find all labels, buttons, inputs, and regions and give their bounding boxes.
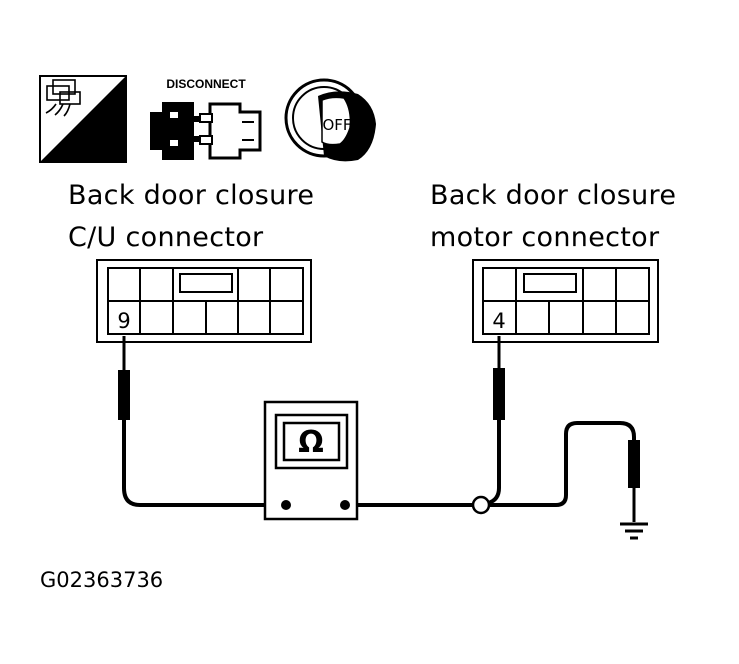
figure-id: G02363736 — [40, 568, 163, 592]
ignition-off-icon: OFF — [284, 78, 376, 162]
left-probe-lead — [118, 336, 286, 507]
meter-terminal-right — [340, 500, 350, 510]
ground-symbol — [620, 522, 648, 540]
left-connector: 9 — [96, 259, 312, 343]
ground-lead — [489, 421, 640, 522]
junction-point — [471, 495, 491, 515]
harness-icon-text: H.S. — [77, 138, 128, 163]
right-connector: 4 — [472, 259, 659, 343]
harness-connector-icon: H.S. — [39, 75, 128, 163]
disconnect-icon: DISCONNECT — [150, 77, 262, 160]
meter-terminal-left — [281, 500, 291, 510]
disconnect-label: DISCONNECT — [166, 77, 246, 91]
right-terminal-number: 4 — [492, 309, 505, 333]
right-probe-lead — [345, 336, 505, 507]
right-connector-title-line1: Back door closure — [430, 180, 676, 211]
ohmmeter: Ω — [263, 400, 359, 521]
left-connector-title-line2: C/U connector — [68, 222, 264, 253]
left-connector-title-line1: Back door closure — [68, 180, 314, 211]
left-terminal-number: 9 — [117, 309, 130, 333]
ohm-symbol: Ω — [298, 425, 324, 460]
ignition-off-label: OFF — [322, 116, 351, 134]
right-connector-title-line2: motor connector — [430, 222, 660, 253]
